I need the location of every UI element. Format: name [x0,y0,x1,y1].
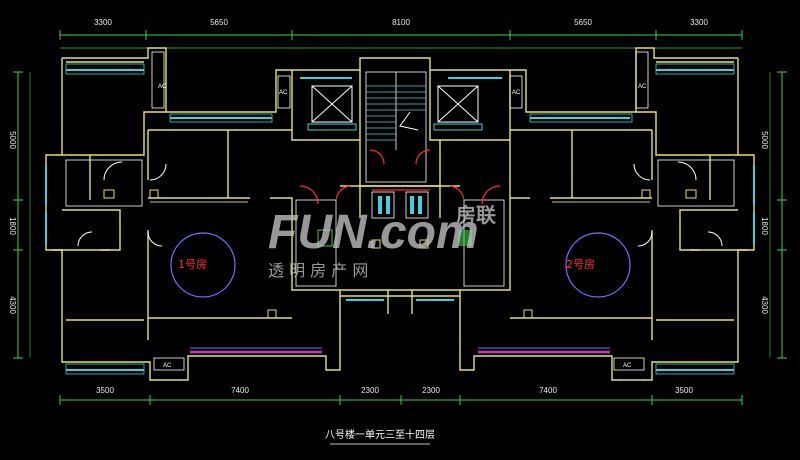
watermark-subtitle: 透 明 房 产 网 [268,261,368,280]
unit-doors [77,161,723,247]
dim-left-3: 4300 [8,296,17,314]
ac-label: AC [163,363,172,369]
watermark-logo-cn: 房联 [456,203,496,227]
window-frames [65,63,735,375]
elevator-doors [307,123,483,131]
dim-top-2: 5650 [210,18,228,27]
windows [45,69,755,371]
dim-right-2: 1800 [760,217,769,235]
dim-left-2: 1800 [8,217,17,235]
dim-bottom-1: 3500 [96,386,114,395]
ac-label: AC [279,90,288,96]
drawing-caption: 八号楼一单元三至十四层 [325,428,435,441]
core-shafts [317,191,472,247]
dim-right-3: 4300 [760,296,769,314]
watermark-logo-text: FUN.com [268,206,479,259]
dim-bottom-6: 3500 [675,386,693,395]
ac-label: AC [638,84,647,90]
dim-right-1: 5000 [760,131,769,149]
dim-top-3: 8100 [392,18,410,27]
dim-left-1: 5000 [8,131,17,149]
dim-top-5: 3300 [690,18,708,27]
dim-top-1: 3300 [94,18,112,27]
ac-label: AC [512,90,521,96]
dim-bottom-3: 2300 [361,386,379,395]
ac-label: AC [623,363,632,369]
dim-top-4: 5650 [574,18,592,27]
stair-arrow-icon [399,111,419,131]
elevators [311,85,479,123]
dim-bottom-4: 2300 [422,386,440,395]
ac-units: AC AC AC AC AC AC [151,51,649,371]
dim-bottom-2: 7400 [231,386,249,395]
dim-bottom-5: 7400 [539,386,557,395]
columns [103,189,697,319]
fire-doors [299,149,501,205]
room-circles [170,232,631,298]
ac-label: AC [158,84,167,90]
dimension-lines: 3300 5650 8100 5650 3300 3500 7400 2300 … [8,18,787,405]
watermark-logo: FUN.com 房联 透 明 房 产 网 [268,203,496,280]
stairs [365,71,427,183]
stair-treads [366,85,426,141]
unit-1-label: 1号房 [178,258,207,271]
unit-2-label: 2号房 [566,258,595,271]
